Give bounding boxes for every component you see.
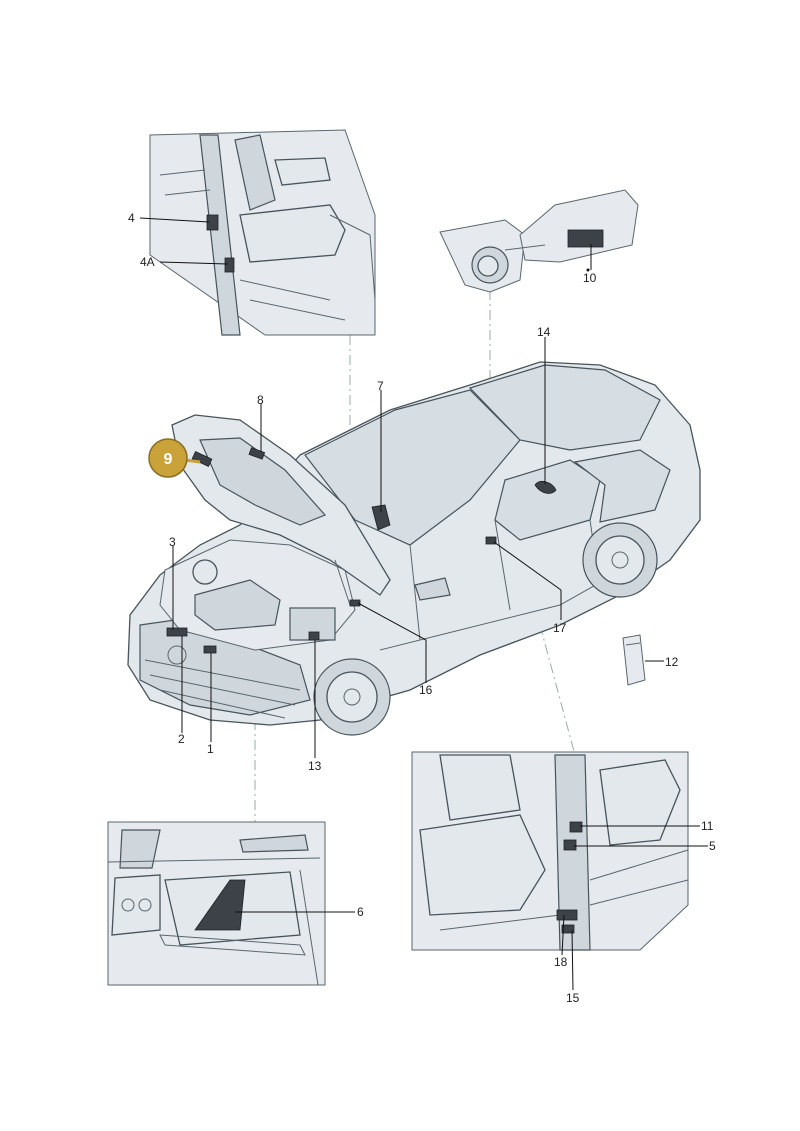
inset-glovebox	[107, 821, 326, 986]
part-1-marker	[203, 645, 217, 654]
part-11-marker	[569, 821, 583, 833]
part-6-marker	[194, 879, 246, 931]
car-main-view	[127, 361, 701, 736]
label-18[interactable]: 18	[554, 955, 568, 969]
part-9-badge[interactable]	[148, 438, 188, 478]
part-14-marker	[534, 480, 557, 494]
label-1[interactable]: 1	[207, 742, 214, 756]
label-12[interactable]: 12	[665, 655, 679, 669]
label-4a[interactable]: 4A	[140, 255, 155, 269]
part-5-marker	[563, 839, 577, 851]
label-14[interactable]: 14	[537, 325, 551, 339]
label-9[interactable]: 9	[164, 451, 173, 468]
label-15[interactable]: 15	[566, 991, 580, 1005]
label-8[interactable]: 8	[257, 393, 264, 407]
label-6[interactable]: 6	[357, 905, 364, 919]
inset-door-pillar-front	[149, 129, 376, 336]
part-4a-marker	[224, 257, 235, 273]
part-18-marker	[556, 909, 578, 921]
label-2[interactable]: 2	[178, 732, 185, 746]
part-10-marker	[567, 229, 604, 248]
label-17[interactable]: 17	[553, 621, 567, 635]
label-7[interactable]: 7	[377, 379, 384, 393]
label-10[interactable]: 10	[583, 271, 597, 285]
part-12-card	[622, 634, 646, 686]
part-4-marker	[206, 214, 219, 231]
label-16[interactable]: 16	[419, 683, 433, 697]
label-4[interactable]: 4	[128, 211, 135, 225]
inset-door-pillar-rear	[411, 751, 689, 951]
part-17-marker	[485, 536, 497, 545]
part-9-marker	[191, 451, 213, 467]
part-labels: 4 4A 10 14 7 8 3 2 1 13 16 17 12 6 11 5 …	[128, 211, 716, 1005]
label-5[interactable]: 5	[709, 839, 716, 853]
label-11[interactable]: 11	[701, 819, 714, 833]
label-3[interactable]: 3	[169, 535, 176, 549]
label-13[interactable]: 13	[308, 759, 322, 773]
part-9-callout[interactable]: 9	[148, 438, 201, 478]
part-13-marker	[308, 631, 320, 641]
part-2-3-marker	[166, 627, 188, 637]
part-15-marker	[561, 924, 575, 934]
inset-fuel-flap	[439, 189, 639, 293]
part-16-marker	[349, 599, 361, 607]
part-8-marker	[248, 447, 266, 460]
leader-lines	[139, 217, 708, 991]
